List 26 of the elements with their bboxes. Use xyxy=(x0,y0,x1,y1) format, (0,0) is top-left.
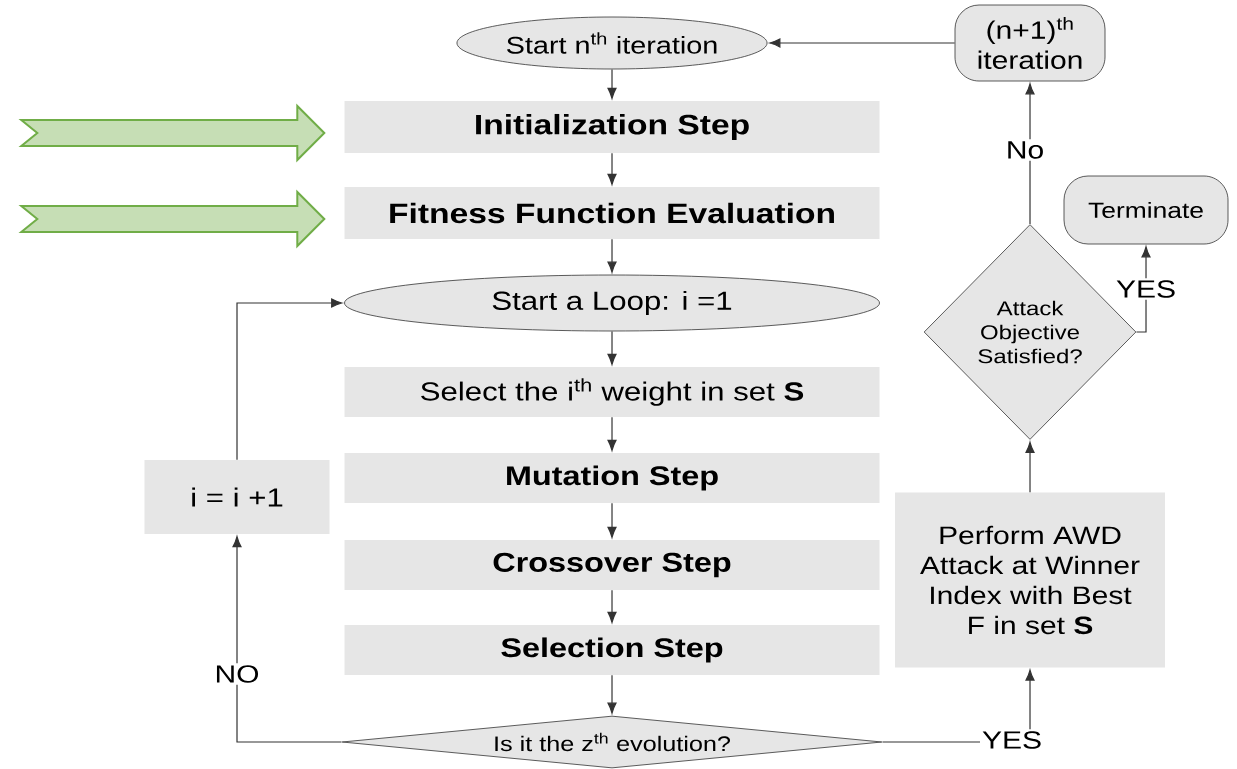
arrow xyxy=(236,298,343,461)
process-box: Perform AWD Attack at Winner Index with Best F in set S xyxy=(895,492,1165,668)
process-box: Mutation Step xyxy=(344,453,880,503)
rounded-box: Terminate xyxy=(1063,175,1229,245)
edge-label: YES xyxy=(1114,278,1179,300)
arrow xyxy=(607,502,617,538)
process-box: Initialization Step xyxy=(344,101,880,153)
arrow xyxy=(232,536,343,743)
arrow xyxy=(1025,441,1035,493)
arrow xyxy=(607,330,617,365)
arrow xyxy=(607,238,617,273)
edge-label: NO xyxy=(212,663,262,685)
arrow xyxy=(769,38,956,48)
process-box: Fitness Function Evaluation xyxy=(344,187,880,239)
arrow xyxy=(607,674,617,714)
edge-label: No xyxy=(1003,139,1047,161)
arrow xyxy=(607,152,617,185)
process-box: i = i +1 xyxy=(144,460,330,534)
arrow xyxy=(607,68,617,99)
process-box: Select the i$^{th}$ weight in set S xyxy=(344,367,880,417)
edge-label: YES xyxy=(980,729,1045,751)
arrow xyxy=(607,416,617,451)
process-box: Selection Step xyxy=(344,625,880,675)
process-box: Crossover Step xyxy=(344,540,880,590)
arrow xyxy=(607,589,617,623)
rounded-box: (n+1)$^{th}$ iteration xyxy=(954,4,1106,82)
